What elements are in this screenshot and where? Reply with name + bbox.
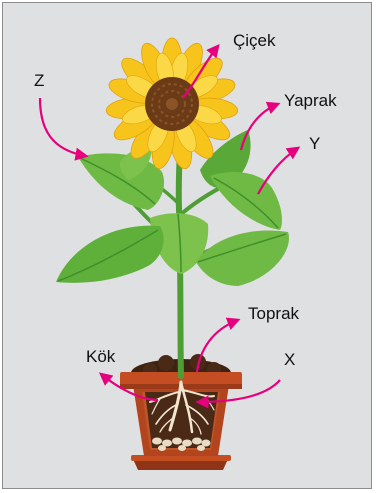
- label-toprak: Toprak: [248, 304, 300, 323]
- label-kok: Kök: [86, 347, 116, 366]
- label-x: X: [284, 350, 295, 369]
- label-cicek: Çiçek: [233, 31, 276, 50]
- label-yaprak: Yaprak: [284, 91, 337, 110]
- label-y: Y: [309, 134, 320, 153]
- pot-saucer: [131, 455, 231, 470]
- arrow-z: [40, 98, 86, 156]
- label-z: Z: [34, 71, 44, 90]
